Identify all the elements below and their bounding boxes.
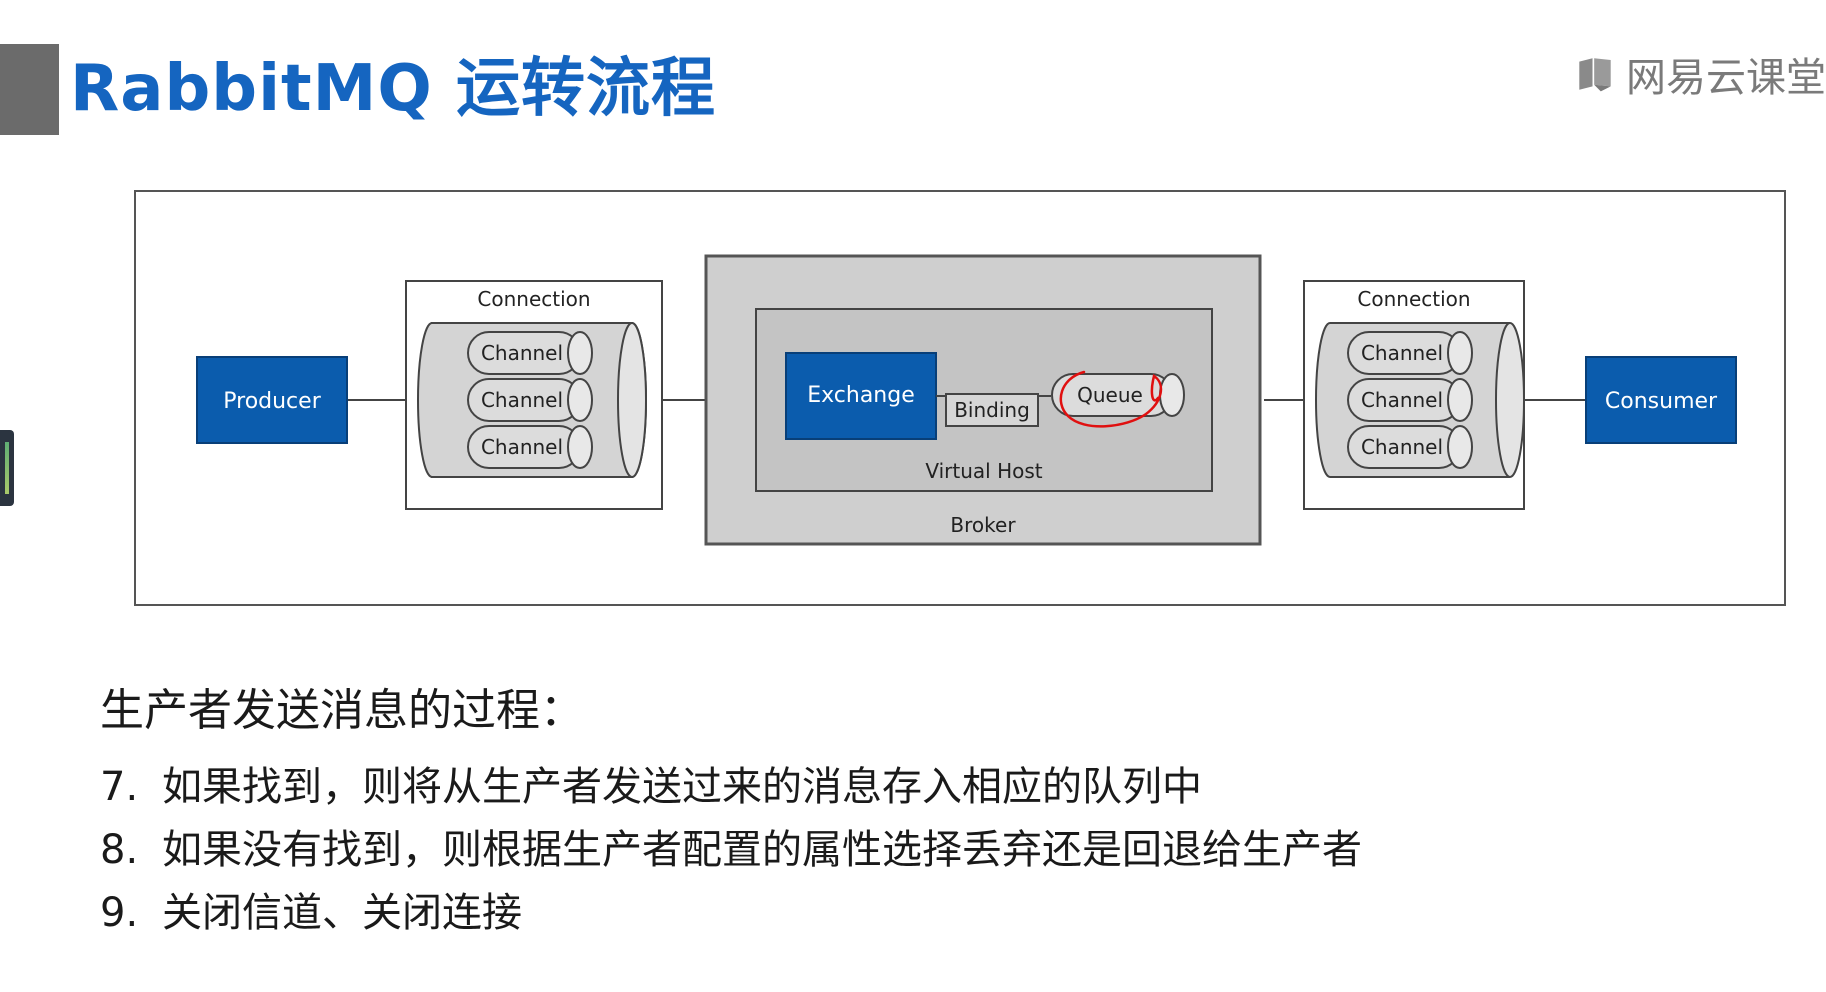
left-channel-2-label: Channel [481, 388, 563, 412]
left-channel-3: Channel [467, 425, 593, 469]
section-heading: 生产者发送消息的过程： [100, 685, 584, 736]
book-logo-icon [1579, 58, 1611, 92]
title-accent-bar [0, 44, 59, 135]
brand-watermark: 网易云课堂 [1576, 44, 1826, 104]
step-text: 关闭信道、关闭连接 [162, 890, 522, 936]
right-channel-1: Channel [1347, 331, 1473, 375]
consumer-node [1585, 356, 1737, 444]
broker-label: Broker [950, 513, 1016, 537]
list-item: 7. 如果找到，则将从生产者发送过来的消息存入相应的队列中 [100, 756, 1362, 819]
right-channel-2: Channel [1347, 378, 1473, 422]
queue-label: Queue [1077, 383, 1143, 407]
virtual-host-label: Virtual Host [925, 459, 1042, 483]
right-cylinder-front [1495, 322, 1525, 478]
producer-node [196, 356, 348, 444]
page-title: RabbitMQ 运转流程 [70, 52, 716, 126]
step-number: 9. [100, 890, 139, 936]
consumer-label: Consumer [1605, 389, 1718, 414]
left-channel-1: Channel [467, 331, 593, 375]
exchange-label: Exchange [807, 383, 915, 408]
producer-label: Producer [223, 389, 321, 414]
binding-box [945, 393, 1039, 427]
step-text: 如果没有找到，则根据生产者配置的属性选择丢弃还是回退给生产者 [162, 827, 1362, 873]
left-channel-3-label: Channel [481, 435, 563, 459]
left-channel-1-label: Channel [481, 341, 563, 365]
right-channel-1-label: Channel [1361, 341, 1443, 365]
right-channel-3: Channel [1347, 425, 1473, 469]
right-channel-2-label: Channel [1361, 388, 1443, 412]
right-channel-3-label: Channel [1361, 435, 1443, 459]
rabbitmq-flow-diagram: Producer Connection Channel Channel [134, 190, 1786, 606]
binding-label: Binding [954, 398, 1030, 422]
diagram-canvas: Producer Connection Channel Channel [196, 254, 1737, 546]
left-channel-2: Channel [467, 378, 593, 422]
brand-text: 网易云课堂 [1626, 55, 1826, 101]
left-connection-label: Connection [477, 287, 590, 311]
queue-node: Queue [1051, 373, 1185, 417]
steps-list: 7. 如果找到，则将从生产者发送过来的消息存入相应的队列中 8. 如果没有找到，… [100, 756, 1362, 945]
step-text: 如果找到，则将从生产者发送过来的消息存入相应的队列中 [162, 764, 1202, 810]
step-number: 8. [100, 827, 139, 873]
list-item: 9. 关闭信道、关闭连接 [100, 882, 1362, 945]
list-item: 8. 如果没有找到，则根据生产者配置的属性选择丢弃还是回退给生产者 [100, 819, 1362, 882]
side-panel-handle[interactable] [0, 430, 14, 506]
red-annotation-circle [1059, 370, 1163, 428]
right-connection-label: Connection [1357, 287, 1470, 311]
step-number: 7. [100, 764, 139, 810]
